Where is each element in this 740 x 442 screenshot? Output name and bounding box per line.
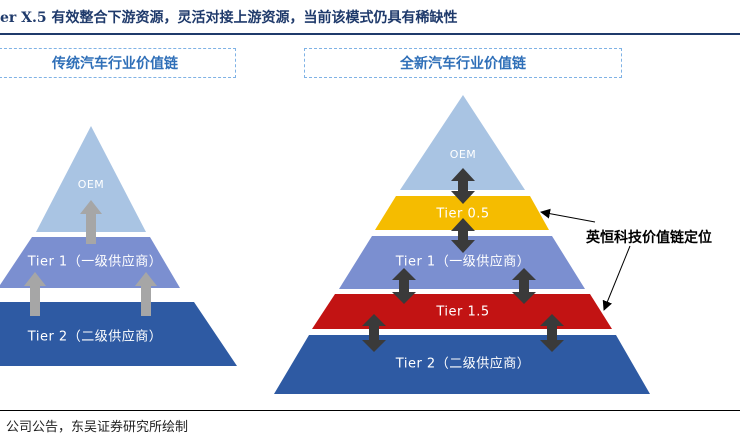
- right-double-arrow-15-2-right: [540, 314, 564, 352]
- source-note: 公司公告，东吴证券研究所绘制: [6, 420, 189, 435]
- left-tier-1-label: Tier 1（一级供应商）: [27, 254, 162, 270]
- left-up-arrow-a: [24, 272, 46, 316]
- right-double-arrow-05-1: [451, 218, 475, 253]
- left-tier-2: [0, 302, 237, 366]
- callout-line-tier15: [602, 245, 631, 311]
- left-up-arrow-b: [135, 272, 157, 316]
- right-heading-box: 全新汽车行业价值链: [304, 48, 622, 78]
- right-double-arrow-oem-05: [451, 168, 475, 204]
- page-title: er X.5 有效整合下游资源，灵活对接上游资源，当前该模式仍具有稀缺性: [0, 10, 458, 26]
- right-double-arrow-15-2-left: [362, 314, 386, 352]
- left-tier-oem: [36, 126, 146, 232]
- right-tier-15-label: Tier 1.5: [435, 305, 489, 320]
- left-tier-2-label: Tier 2（二级供应商）: [27, 329, 162, 345]
- left-tier-oem-label: OEM: [78, 178, 105, 191]
- right-tier-2: [274, 335, 650, 394]
- right-tier-oem-label: OEM: [450, 148, 477, 161]
- footer-divider: [0, 410, 740, 411]
- left-tier-1: [0, 237, 180, 288]
- right-double-arrow-1-15-left: [392, 268, 416, 304]
- right-tier-1-label: Tier 1（一级供应商）: [395, 254, 530, 270]
- left-up-arrow-oem: [80, 200, 102, 244]
- right-tier-2-label: Tier 2（二级供应商）: [395, 356, 530, 372]
- callout-line-tier05: [540, 208, 596, 223]
- left-heading: 传统汽车行业价值链: [52, 56, 178, 72]
- right-tier-oem: [400, 95, 525, 190]
- right-double-arrow-1-15-right: [512, 268, 536, 304]
- right-tier-05-label: Tier 0.5: [435, 207, 489, 222]
- callout-label: 英恒科技价值链定位: [585, 229, 712, 246]
- left-heading-box: 传统汽车行业价值链: [0, 48, 236, 78]
- right-tier-15: [312, 294, 612, 329]
- right-heading: 全新汽车行业价值链: [400, 56, 526, 72]
- title-divider: [0, 33, 740, 35]
- left-pyramid: [0, 126, 237, 366]
- right-tier-05: [375, 196, 549, 230]
